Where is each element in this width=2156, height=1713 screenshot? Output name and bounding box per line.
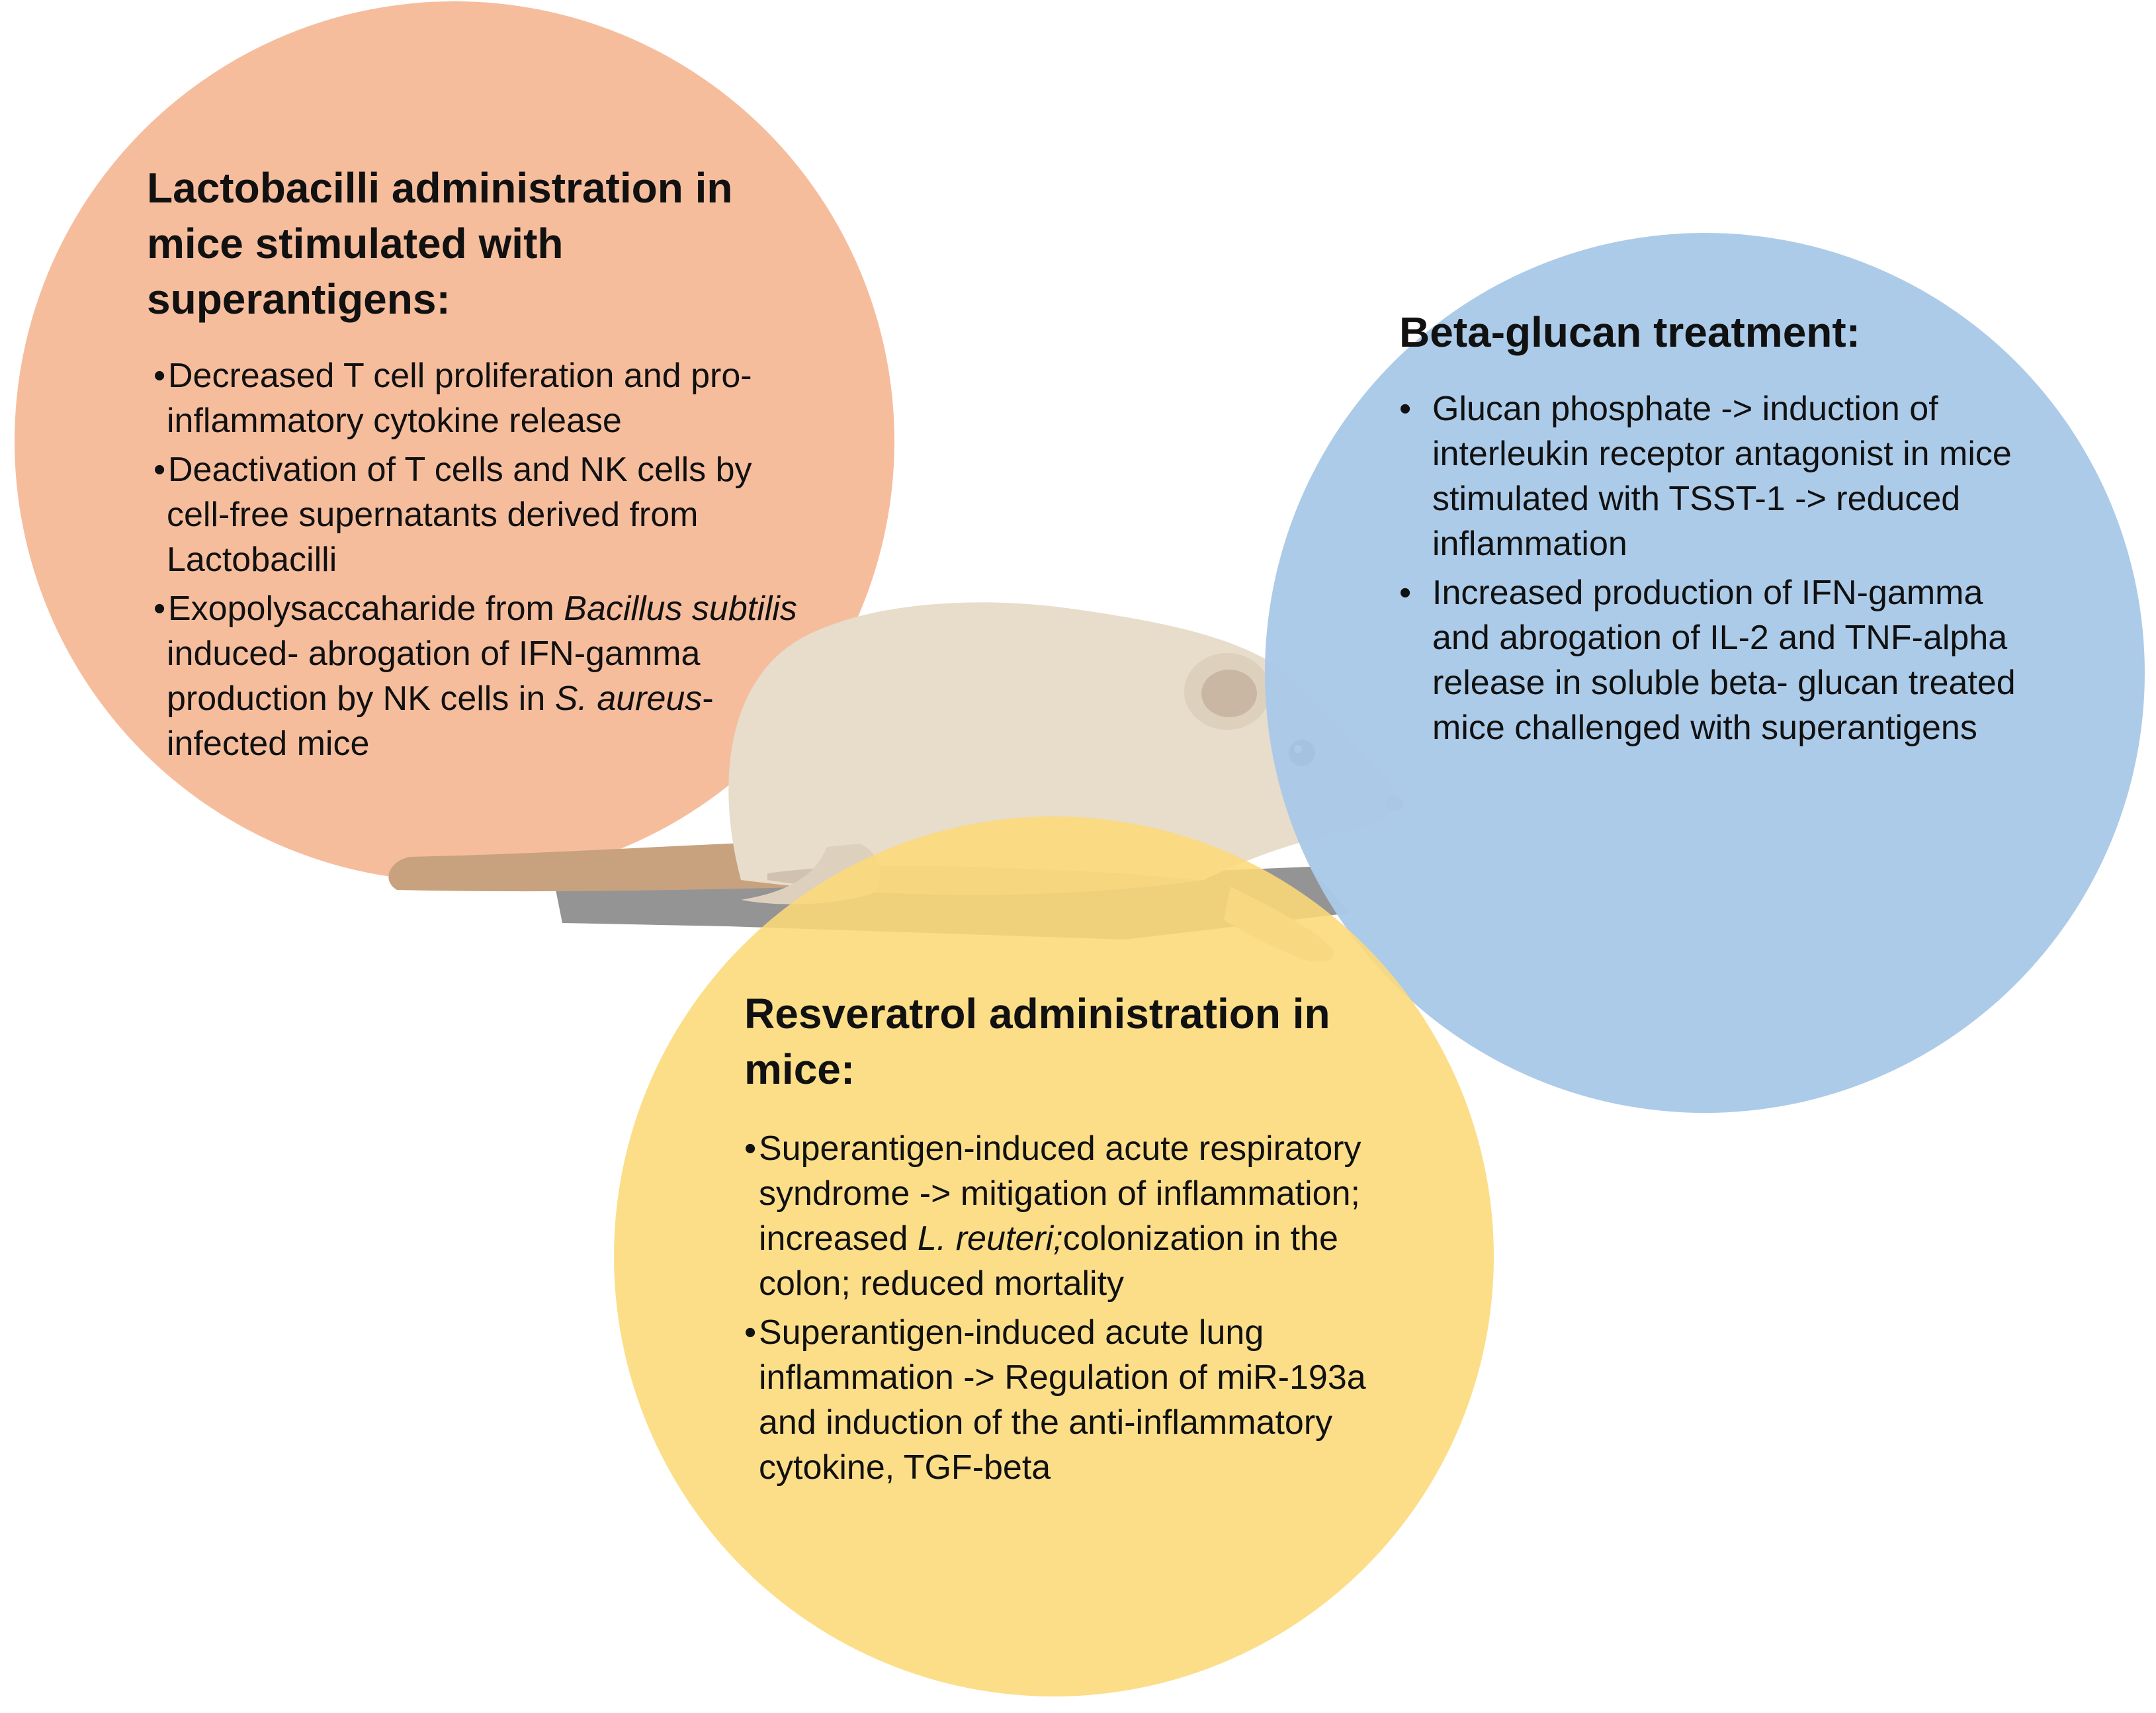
text-run: Superantigen-induced acute respiratory s… [759, 1129, 1361, 1258]
lactobacilli-title: Lactobacilli administration in mice stim… [147, 164, 733, 323]
bullet-marker: • [153, 590, 166, 628]
resveratrol-title: Resveratrol administration in mice: [744, 990, 1330, 1093]
beta-glucan-panel: Beta-glucan treatment: Glucan phosphate … [1399, 304, 2034, 754]
text-run: Glucan phosphate -> induction of interle… [1432, 390, 2012, 563]
text-run: -infected mice [167, 680, 714, 763]
bullet-marker: • [153, 451, 166, 489]
mouse-inner-ear [1201, 670, 1257, 717]
bullet-item: •Decreased T cell proliferation and pro-… [147, 353, 808, 443]
bullet-item: Increased production of IFN-gamma and ab… [1399, 570, 2034, 750]
bullet-item: •Exopolysaccaharide from Bacillus subtil… [147, 586, 808, 766]
beta-glucan-list: Glucan phosphate -> induction of interle… [1399, 386, 2034, 750]
text-run: Superantigen-induced acute lung inflamma… [759, 1313, 1366, 1487]
lactobacilli-panel: Lactobacilli administration in mice stim… [147, 160, 808, 770]
text-run: Deactivation of T cells and NK cells by … [167, 451, 752, 579]
bullet-item: •Superantigen-induced acute respiratory … [744, 1126, 1379, 1306]
beta-glucan-title: Beta-glucan treatment: [1399, 308, 1860, 356]
bullet-item: •Deactivation of T cells and NK cells by… [147, 447, 808, 582]
text-run: Exopolysaccaharide from [168, 590, 564, 628]
resveratrol-list: •Superantigen-induced acute respiratory … [744, 1126, 1379, 1490]
text-run: Increased production of IFN-gamma and ab… [1432, 574, 2016, 747]
bullet-marker: • [153, 357, 166, 395]
bullet-item: Glucan phosphate -> induction of interle… [1399, 386, 2034, 566]
italic-text: L. reuteri; [917, 1219, 1063, 1258]
resveratrol-panel: Resveratrol administration in mice: •Sup… [744, 986, 1379, 1494]
bullet-marker: • [744, 1129, 757, 1168]
text-run: Decreased T cell proliferation and pro-i… [167, 357, 752, 440]
text-run: induced- abrogation of IFN-gamma product… [167, 635, 701, 718]
italic-text: Bacillus subtilis [564, 590, 797, 628]
lactobacilli-list: •Decreased T cell proliferation and pro-… [147, 353, 808, 766]
bullet-marker: • [744, 1313, 757, 1352]
mouse-tail [388, 840, 827, 892]
italic-text: S. aureus [554, 680, 703, 718]
bullet-item: •Superantigen-induced acute lung inflamm… [744, 1310, 1379, 1490]
resveratrol-circle [614, 816, 1494, 1696]
text-run: colonization in the colon; reduced morta… [759, 1219, 1338, 1303]
